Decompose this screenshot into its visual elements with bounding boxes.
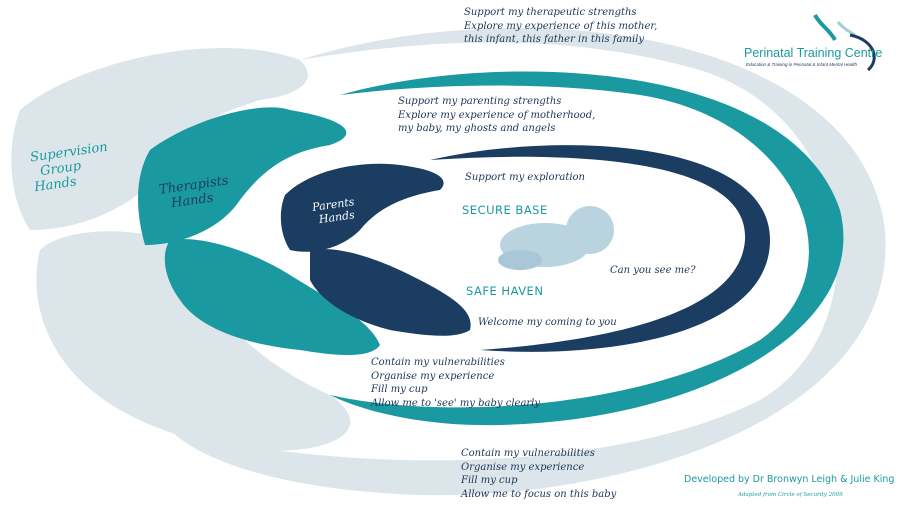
inner-bottom-text: Welcome my coming to you (478, 317, 617, 328)
secure-base-label: SECURE BASE (462, 203, 548, 217)
parent-hand-bottom (310, 249, 471, 336)
supervision-hand-bottom (36, 231, 351, 451)
text-line: Organise my experience (371, 370, 495, 382)
text-line: Organise my experience (461, 461, 585, 473)
text-line: Contain my vulnerabilities (371, 357, 505, 368)
middle-bottom-text: Contain my vulnerabilities Organise my e… (371, 356, 540, 410)
text-line: Fill my cup (371, 384, 428, 395)
logo-title: Perinatal Training Centre (744, 46, 883, 60)
baby-illustration (498, 206, 614, 270)
logo-figures-icon (813, 14, 876, 72)
text-line: Fill my cup (461, 475, 518, 486)
outer-top-text: Support my therapeutic strengths Explore… (464, 6, 657, 47)
text-line: Explore my experience of this mother, (464, 20, 658, 32)
outer-ring (170, 28, 886, 496)
text-line: Support my parenting strengths (398, 96, 562, 107)
middle-top-text: Support my parenting strengths Explore m… (398, 95, 595, 136)
therapist-hand-top (138, 107, 347, 245)
therapist-hand-bottom (164, 239, 380, 355)
inner-top-text: Support my exploration (465, 172, 585, 183)
adapted-text: Adapted from Circle of Security 2009 (738, 492, 843, 498)
parent-hand-top (280, 163, 444, 252)
baby-question: Can you see me? (610, 265, 696, 276)
text-line: Allow me to focus on this baby (461, 488, 617, 500)
text-line: this infant, this father in this family (464, 34, 645, 45)
supervision-hand-top (11, 48, 308, 230)
safe-haven-label: SAFE HAVEN (466, 284, 544, 298)
text-line: Contain my vulnerabilities (461, 448, 595, 459)
text-line: Explore my experience of motherhood, (398, 109, 596, 121)
credit-text: Developed by Dr Bronwyn Leigh & Julie Ki… (684, 474, 895, 485)
logo-subtitle: Education & Training in Perinatal & Infa… (746, 62, 857, 67)
outer-bottom-text: Contain my vulnerabilities Organise my e… (461, 447, 616, 501)
text-line: my baby, my ghosts and angels (398, 123, 556, 134)
text-line: Allow me to 'see' my baby clearly (371, 397, 541, 409)
text-line: Support my therapeutic strengths (464, 7, 637, 18)
